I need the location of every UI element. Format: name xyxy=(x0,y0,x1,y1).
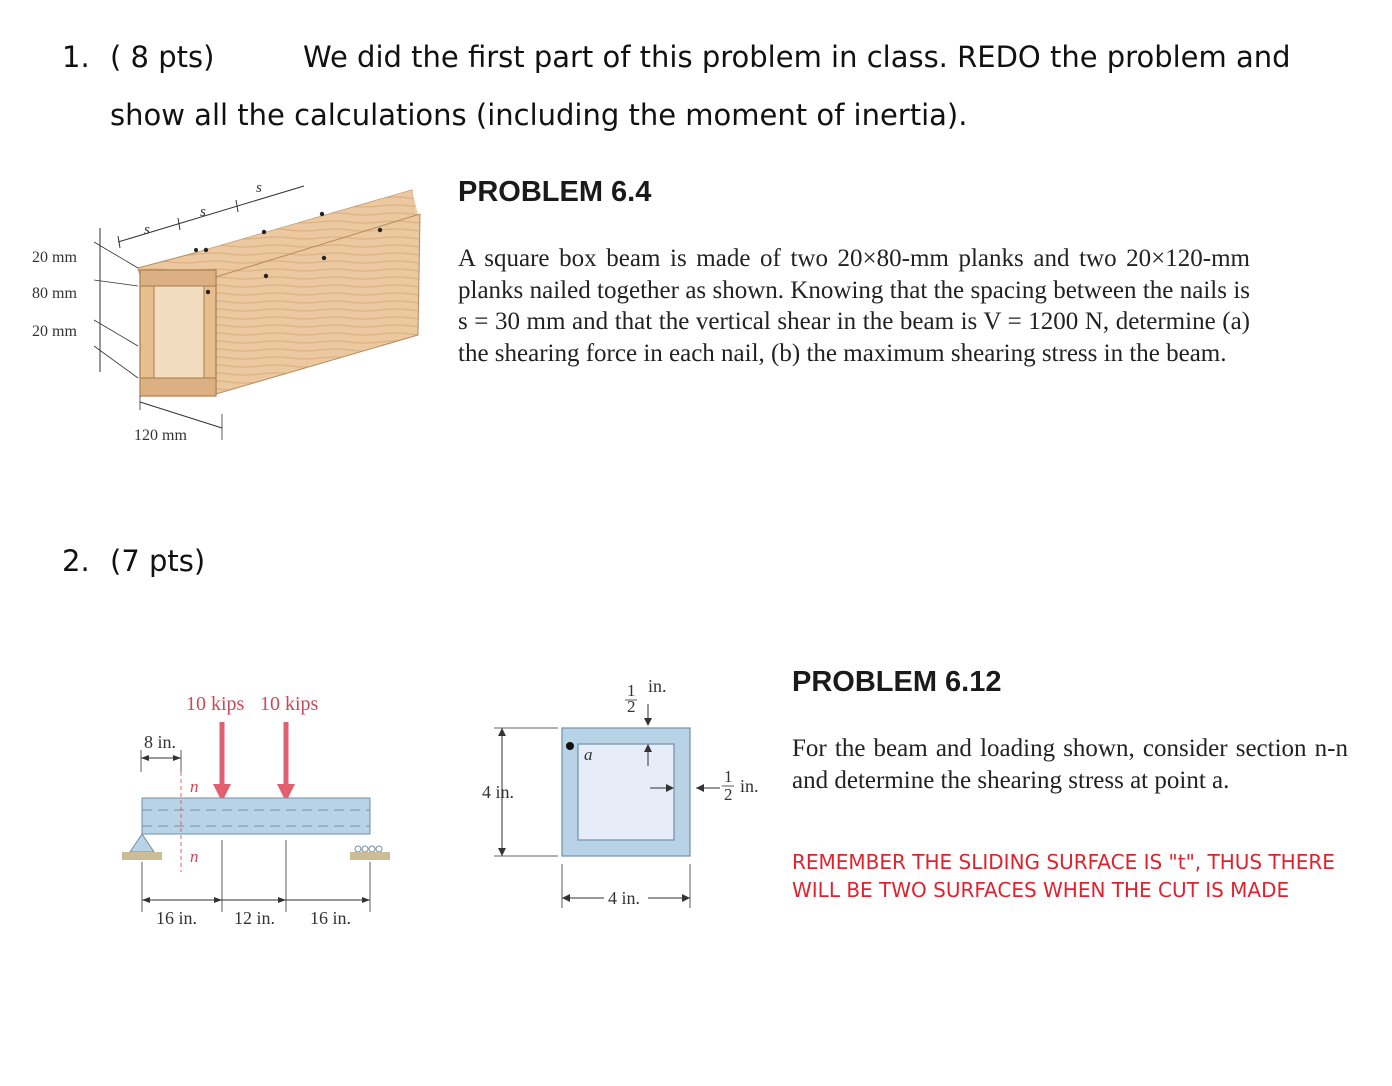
q1-number: 1. xyxy=(62,40,90,74)
point-a-marker xyxy=(566,742,574,750)
problem-6-12-text: For the beam and loading shown, consider… xyxy=(792,735,1348,794)
nail-icon xyxy=(377,227,383,233)
thick-right-den: 2 xyxy=(724,785,733,804)
dim-bot-label: 20 mm xyxy=(32,323,77,340)
thick-right-unit: in. xyxy=(740,776,759,796)
beam-body xyxy=(141,797,371,835)
problem-6-4-title: PROBLEM 6.4 xyxy=(458,176,652,208)
section-label-top: n xyxy=(190,777,199,796)
problem-6-4-text: A square box beam is made of two 20×80-m… xyxy=(458,245,1250,367)
thick-right-num: 1 xyxy=(724,767,733,786)
load-arrow-icon xyxy=(277,784,295,802)
q2-number: 2. xyxy=(62,544,90,578)
q1-points: ( 8 pts) xyxy=(110,40,215,74)
pin-support-icon xyxy=(129,833,155,853)
q1-line2: show all the calculations (including the… xyxy=(110,98,968,132)
thick-top-den: 2 xyxy=(627,697,636,716)
spacing-label-3: s xyxy=(256,180,262,196)
section-label-bottom: n xyxy=(190,847,199,866)
height-label: 4 in. xyxy=(482,782,514,802)
beam-loading-figure: 10 kips 10 kips 8 in. n n 16 in. 12 in. … xyxy=(122,693,390,928)
section-inner xyxy=(577,743,675,841)
thick-top-num: 1 xyxy=(627,681,636,700)
load-1-label: 10 kips xyxy=(186,693,245,715)
spacing-label-1: s xyxy=(144,222,150,238)
nail-icon xyxy=(263,273,269,279)
dim-top-label: 20 mm xyxy=(32,249,77,266)
note-line-1: REMEMBER THE SLIDING SURFACE IS "t", THU… xyxy=(792,850,1335,874)
spacing-label-2: s xyxy=(200,204,206,220)
box-beam-figure: s s s 20 mm 80 mm 20 mm 120 mm xyxy=(32,180,421,444)
load-arrow-icon xyxy=(213,784,231,802)
problem-6-12-title: PROBLEM 6.12 xyxy=(792,666,1002,698)
span-1-label: 16 in. xyxy=(156,908,197,928)
span-3-label: 16 in. xyxy=(310,908,351,928)
roller-support-icon xyxy=(375,845,383,853)
span-2-label: 12 in. xyxy=(234,908,275,928)
thick-top-unit: in. xyxy=(648,676,667,696)
dim-8-label: 8 in. xyxy=(144,732,176,752)
width-label: 4 in. xyxy=(608,888,640,908)
nail-icon xyxy=(321,255,327,261)
nail-icon xyxy=(205,289,211,295)
q1-line1: We did the first part of this problem in… xyxy=(303,40,1291,74)
ground-left xyxy=(122,852,162,860)
q2-points: (7 pts) xyxy=(110,544,206,578)
load-2-label: 10 kips xyxy=(260,693,319,715)
point-a-label: a xyxy=(584,745,593,764)
note-line-2: WILL BE TWO SURFACES WHEN THE CUT IS MAD… xyxy=(792,878,1290,902)
cross-section-figure: 1 2 in. a 1 2 in. 4 in. 4 in. xyxy=(482,676,759,908)
nail-icon xyxy=(319,211,325,217)
nail-icon xyxy=(261,229,267,235)
dim-mid-label: 80 mm xyxy=(32,285,77,302)
nail-icon xyxy=(203,247,209,253)
ground-right xyxy=(350,852,390,860)
dim-width-label: 120 mm xyxy=(134,427,187,444)
